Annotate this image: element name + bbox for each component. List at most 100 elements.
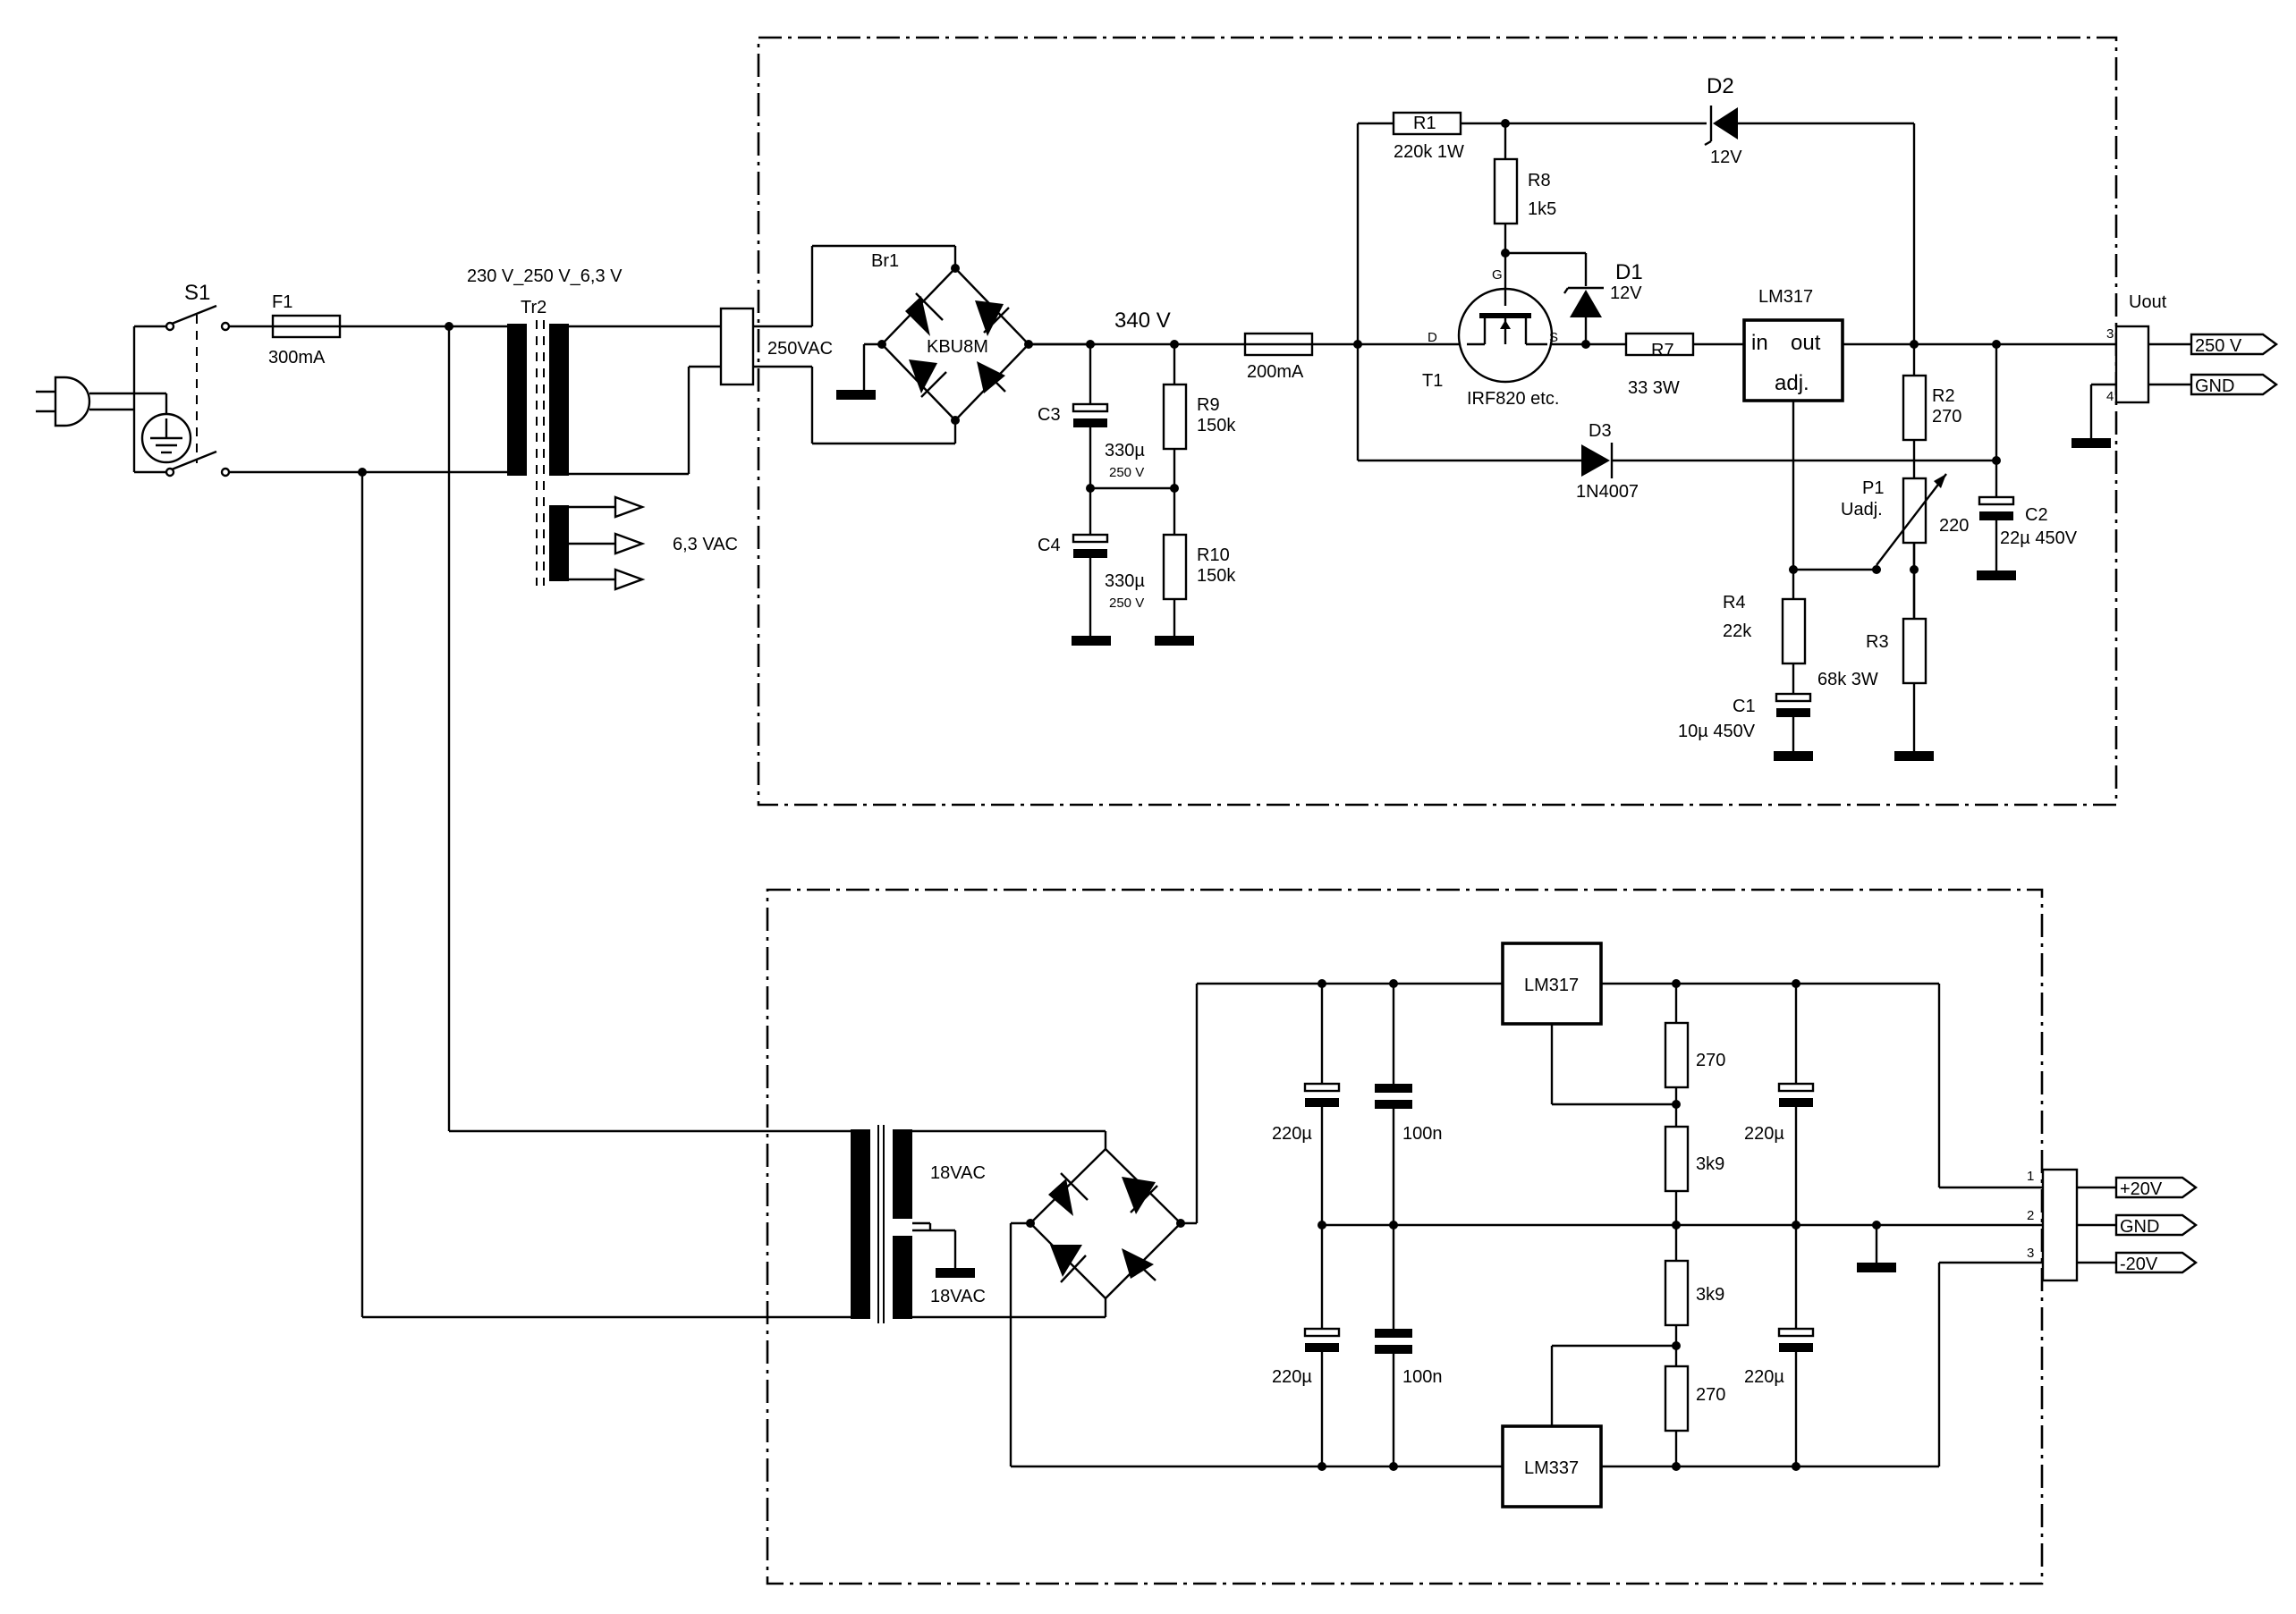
capacitor-c3 — [1072, 344, 1109, 488]
r7-value: 33 3W — [1628, 378, 1680, 398]
capacitor-c4 — [1072, 488, 1111, 646]
bridge-rectifier-lv — [1029, 1148, 1182, 1300]
hv-output-name: Uout — [2129, 292, 2167, 312]
hv-reg-name: LM317 — [1758, 287, 1813, 307]
lv-output-pin1: 1 — [2027, 1169, 2034, 1184]
cap-100n-upper-label: 100n — [1402, 1124, 1443, 1144]
transformer-lv — [851, 1125, 912, 1323]
mosfet-t1 — [1426, 286, 1586, 384]
c1-label: C1 — [1733, 697, 1756, 716]
rail-voltage-label: 340 V — [1114, 308, 1171, 333]
r8-label: R8 — [1528, 171, 1551, 190]
r10-value: 150k — [1197, 566, 1236, 586]
cap-100n-lower-label: 100n — [1402, 1367, 1443, 1387]
resistor-r3 — [1781, 597, 1807, 694]
hv-reg-out: out — [1791, 331, 1821, 355]
hv-output-pin3: 3 — [2106, 326, 2114, 342]
f1-value: 300mA — [268, 348, 326, 368]
diode-d3 — [1358, 443, 1996, 478]
c3-voltage: 250 V — [1109, 465, 1144, 480]
r3-label: R3 — [1866, 632, 1889, 652]
hv-output-250v-arrow — [2190, 333, 2279, 356]
zener-diode-d1 — [1563, 253, 1604, 344]
br1-type: KBU8M — [927, 337, 988, 357]
d3-type: 1N4007 — [1576, 482, 1639, 502]
f1-label: F1 — [272, 292, 292, 312]
capacitor-100n-lower — [1375, 1225, 1412, 1466]
r10-label: R10 — [1197, 545, 1230, 565]
resistor-r1 — [1358, 111, 1707, 136]
lv-output-neg: -20V — [2120, 1255, 2158, 1274]
c4-label: C4 — [1038, 536, 1061, 555]
br1-label: Br1 — [871, 251, 899, 271]
tr2-voltages: 230 V_250 V_6,3 V — [467, 266, 623, 286]
c2-value: 22µ 450V — [2000, 528, 2078, 548]
cap-220u-upper-label: 220µ — [1272, 1124, 1312, 1144]
c4-voltage: 250 V — [1109, 596, 1144, 611]
heater-output-arrow — [614, 532, 646, 555]
capacitor-c2 — [1977, 344, 2016, 580]
hv-input-connector — [719, 307, 755, 386]
capacitor-220u-lower-out — [1777, 1225, 1815, 1466]
cap-220u-lower-label: 220µ — [1272, 1367, 1312, 1387]
fuse-f1 — [229, 314, 508, 339]
lv-output-gnd: GND — [2120, 1217, 2159, 1237]
resistor-r7 — [1586, 332, 1744, 357]
tr2-label: Tr2 — [521, 298, 546, 317]
lv-output-gnd-arrow — [2114, 1213, 2199, 1237]
lv-reg-pos-name: LM317 — [1524, 976, 1579, 995]
c4-value: 330µ — [1105, 571, 1145, 591]
d1-value: 12V — [1610, 283, 1642, 303]
resistor-r9 — [1162, 344, 1188, 535]
heater-output-arrow — [614, 495, 646, 519]
resistor-r8 — [1493, 123, 1519, 286]
d2-value: 12V — [1710, 148, 1742, 167]
lv-supply-boundary — [766, 888, 2044, 1585]
c1-value: 10µ 450V — [1678, 722, 1756, 741]
lv-reg-neg-name: LM337 — [1524, 1458, 1579, 1478]
potentiometer-p1 — [1876, 473, 1947, 619]
lv-output-pos: +20V — [2120, 1179, 2163, 1199]
capacitor-100n-upper — [1375, 984, 1412, 1225]
earth-ground-icon — [134, 392, 192, 464]
hv-output-connector — [2114, 325, 2150, 404]
hv-output-pin4: 4 — [2106, 389, 2114, 404]
hv-reg-in: in — [1751, 331, 1768, 355]
lv-output-connector — [2041, 1168, 2079, 1282]
resistor-270-lower — [1664, 1365, 1690, 1466]
capacitor-220u-upper-in — [1303, 984, 1341, 1225]
cap-220u-lower-out-label: 220µ — [1744, 1367, 1784, 1387]
res-270-lower-label: 270 — [1696, 1385, 1725, 1405]
lv-output-pin2: 2 — [2027, 1208, 2034, 1223]
r2-label: R2 — [1932, 386, 1955, 406]
d3-label: D3 — [1589, 421, 1612, 441]
c3-value: 330µ — [1105, 441, 1145, 461]
fuse-200ma-value: 200mA — [1247, 362, 1304, 382]
hv-input-label: 250VAC — [767, 339, 833, 359]
capacitor-c1 — [1774, 692, 1813, 761]
lv-secondary-upper: 18VAC — [930, 1163, 986, 1183]
t1-label: T1 — [1422, 371, 1443, 391]
resistor-3k9-upper — [1664, 1125, 1690, 1225]
hv-output-gnd-arrow — [2190, 373, 2279, 396]
r2-value: 270 — [1932, 407, 1961, 427]
res-3k9-upper-label: 3k9 — [1696, 1154, 1724, 1174]
lv-output-pin3: 3 — [2027, 1246, 2034, 1261]
hv-reg-adj: adj. — [1775, 371, 1809, 395]
p1-value: 220 — [1939, 516, 1969, 536]
capacitor-220u-upper-out — [1777, 984, 1815, 1225]
t1-pin-g: G — [1492, 267, 1503, 283]
resistor-r2 — [1902, 344, 1927, 478]
p1-label: P1 — [1862, 478, 1884, 498]
fuse-200ma — [1243, 332, 1426, 357]
res-270-upper-label: 270 — [1696, 1051, 1725, 1070]
heater-voltage-label: 6,3 VAC — [673, 535, 738, 554]
p1-adj-label: Uadj. — [1841, 500, 1883, 520]
r8-value: 1k5 — [1528, 199, 1556, 219]
r9-label: R9 — [1197, 395, 1220, 415]
lv-output-neg-arrow — [2114, 1251, 2199, 1274]
capacitor-220u-lower-in — [1303, 1225, 1341, 1466]
transformer-tr2 — [507, 320, 569, 586]
resistor-r4 — [1894, 543, 1934, 761]
zener-diode-d2 — [1704, 106, 1914, 147]
